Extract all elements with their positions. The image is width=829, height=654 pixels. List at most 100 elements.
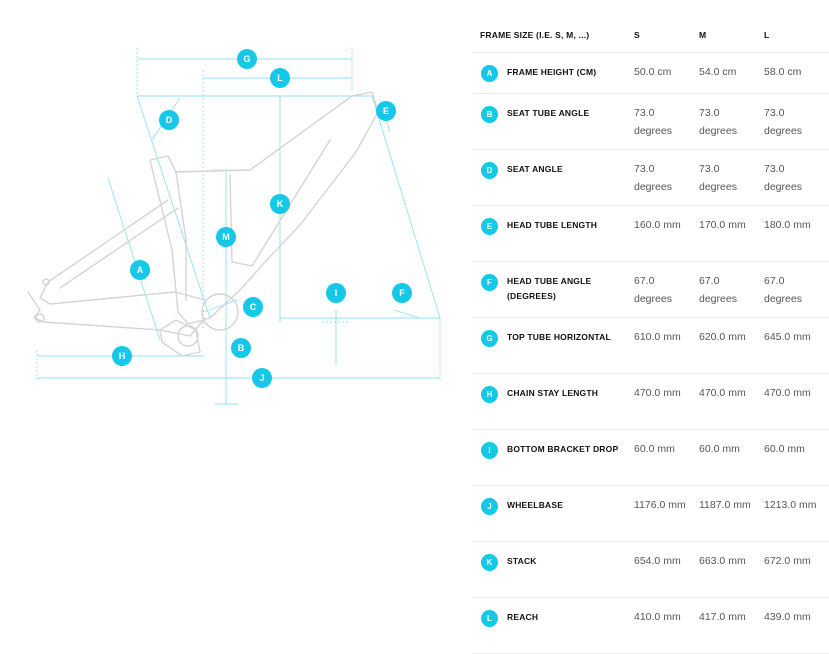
table-header: FRAME SIZE (I.E. S, M, ...) S M L bbox=[472, 18, 829, 53]
svg-text:I: I bbox=[335, 288, 338, 298]
svg-text:B: B bbox=[238, 343, 245, 353]
frame-geometry-diagram: G L D E K M A C I F B H J bbox=[27, 48, 441, 405]
row-label: REACH bbox=[507, 612, 539, 622]
frame-size-header: FRAME SIZE (I.E. S, M, ...) bbox=[480, 30, 590, 40]
value-l: 73.0 degrees bbox=[764, 163, 802, 193]
row-marker: A bbox=[481, 65, 498, 82]
table-row: G TOP TUBE HORIZONTAL 610.0 mm 620.0 mm … bbox=[472, 318, 829, 374]
svg-text:H: H bbox=[119, 351, 126, 361]
size-m-header: M bbox=[699, 30, 707, 40]
svg-text:C: C bbox=[250, 302, 257, 312]
marker-g: G bbox=[237, 49, 257, 69]
table-row: A FRAME HEIGHT (CM) 50.0 cm 54.0 cm 58.0… bbox=[472, 53, 829, 94]
value-l: 470.0 mm bbox=[764, 387, 811, 399]
value-m: 73.0 degrees bbox=[699, 163, 737, 193]
value-s: 67.0 degrees bbox=[634, 275, 672, 305]
value-s: 610.0 mm bbox=[634, 331, 681, 343]
value-l: 60.0 mm bbox=[764, 443, 805, 455]
value-s: 60.0 mm bbox=[634, 443, 675, 455]
table-row: H CHAIN STAY LENGTH 470.0 mm 470.0 mm 47… bbox=[472, 374, 829, 430]
frame-outline bbox=[27, 91, 379, 357]
value-l: 180.0 mm bbox=[764, 219, 811, 231]
marker-l: L bbox=[270, 68, 290, 88]
row-label: SEAT ANGLE bbox=[507, 164, 563, 174]
row-label: TOP TUBE HORIZONTAL bbox=[507, 332, 611, 342]
table-row: K STACK 654.0 mm 663.0 mm 672.0 mm bbox=[472, 542, 829, 598]
marker-c: C bbox=[243, 297, 263, 317]
marker-f: F bbox=[392, 283, 412, 303]
row-marker: I bbox=[481, 442, 498, 459]
svg-text:J: J bbox=[259, 373, 264, 383]
svg-text:K: K bbox=[277, 199, 284, 209]
value-m: 620.0 mm bbox=[699, 331, 746, 343]
table-row: E HEAD TUBE LENGTH 160.0 mm 170.0 mm 180… bbox=[472, 206, 829, 262]
row-label: HEAD TUBE LENGTH bbox=[507, 220, 598, 230]
value-m: 417.0 mm bbox=[699, 611, 746, 623]
value-m: 73.0 degrees bbox=[699, 107, 737, 137]
table-row: B SEAT TUBE ANGLE 73.0 degrees 73.0 degr… bbox=[472, 94, 829, 150]
row-label: WHEELBASE bbox=[507, 500, 564, 510]
row-marker: G bbox=[481, 330, 498, 347]
value-s: 73.0 degrees bbox=[634, 107, 672, 137]
row-label: HEAD TUBE ANGLE (DEGREES) bbox=[507, 276, 592, 301]
value-s: 73.0 degrees bbox=[634, 163, 672, 193]
marker-k: K bbox=[270, 194, 290, 214]
svg-text:D: D bbox=[166, 115, 173, 125]
marker-i: I bbox=[326, 283, 346, 303]
value-m: 60.0 mm bbox=[699, 443, 740, 455]
value-s: 410.0 mm bbox=[634, 611, 681, 623]
table-row: F HEAD TUBE ANGLE (DEGREES) 67.0 degrees… bbox=[472, 262, 829, 318]
marker-j: J bbox=[252, 368, 272, 388]
value-m: 470.0 mm bbox=[699, 387, 746, 399]
dimension-lines bbox=[36, 48, 441, 405]
svg-text:L: L bbox=[277, 73, 283, 83]
svg-text:E: E bbox=[383, 106, 389, 116]
svg-text:G: G bbox=[243, 54, 250, 64]
value-l: 73.0 degrees bbox=[764, 107, 802, 137]
value-l: 439.0 mm bbox=[764, 611, 811, 623]
value-m: 663.0 mm bbox=[699, 555, 746, 567]
value-s: 654.0 mm bbox=[634, 555, 681, 567]
value-l: 58.0 cm bbox=[764, 66, 802, 78]
row-label: STACK bbox=[507, 556, 537, 566]
value-m: 67.0 degrees bbox=[699, 275, 737, 305]
row-label: CHAIN STAY LENGTH bbox=[507, 388, 599, 398]
value-l: 672.0 mm bbox=[764, 555, 811, 567]
row-label: BOTTOM BRACKET DROP bbox=[507, 444, 619, 454]
value-s: 50.0 cm bbox=[634, 66, 672, 78]
value-m: 54.0 cm bbox=[699, 66, 737, 78]
row-marker: F bbox=[481, 274, 498, 291]
value-l: 67.0 degrees bbox=[764, 275, 802, 305]
table-row: D SEAT ANGLE 73.0 degrees 73.0 degrees 7… bbox=[472, 150, 829, 206]
table-row: I BOTTOM BRACKET DROP 60.0 mm 60.0 mm 60… bbox=[472, 430, 829, 486]
svg-text:F: F bbox=[399, 288, 405, 298]
value-m: 1187.0 mm bbox=[699, 499, 751, 511]
value-m: 170.0 mm bbox=[699, 219, 746, 231]
marker-d: D bbox=[159, 110, 179, 130]
marker-b: B bbox=[231, 338, 251, 358]
row-marker: B bbox=[481, 106, 498, 123]
row-marker: D bbox=[481, 162, 498, 179]
value-s: 1176.0 mm bbox=[634, 499, 686, 511]
size-s-header: S bbox=[634, 30, 640, 40]
row-marker: L bbox=[481, 610, 498, 627]
marker-e: E bbox=[376, 101, 396, 121]
row-marker: K bbox=[481, 554, 498, 571]
value-l: 645.0 mm bbox=[764, 331, 811, 343]
row-label: FRAME HEIGHT (CM) bbox=[507, 67, 597, 77]
row-marker: J bbox=[481, 498, 498, 515]
table-row: J WHEELBASE 1176.0 mm 1187.0 mm 1213.0 m… bbox=[472, 486, 829, 542]
value-s: 160.0 mm bbox=[634, 219, 681, 231]
size-l-header: L bbox=[764, 30, 770, 40]
marker-h: H bbox=[112, 346, 132, 366]
value-l: 1213.0 mm bbox=[764, 499, 817, 511]
marker-a: A bbox=[130, 260, 150, 280]
row-label: SEAT TUBE ANGLE bbox=[507, 108, 590, 118]
svg-text:M: M bbox=[222, 232, 230, 242]
geometry-table: FRAME SIZE (I.E. S, M, ...) S M L A FRAM… bbox=[472, 18, 829, 654]
row-marker: H bbox=[481, 386, 498, 403]
svg-text:A: A bbox=[137, 265, 144, 275]
marker-m: M bbox=[216, 227, 236, 247]
row-marker: E bbox=[481, 218, 498, 235]
value-s: 470.0 mm bbox=[634, 387, 681, 399]
